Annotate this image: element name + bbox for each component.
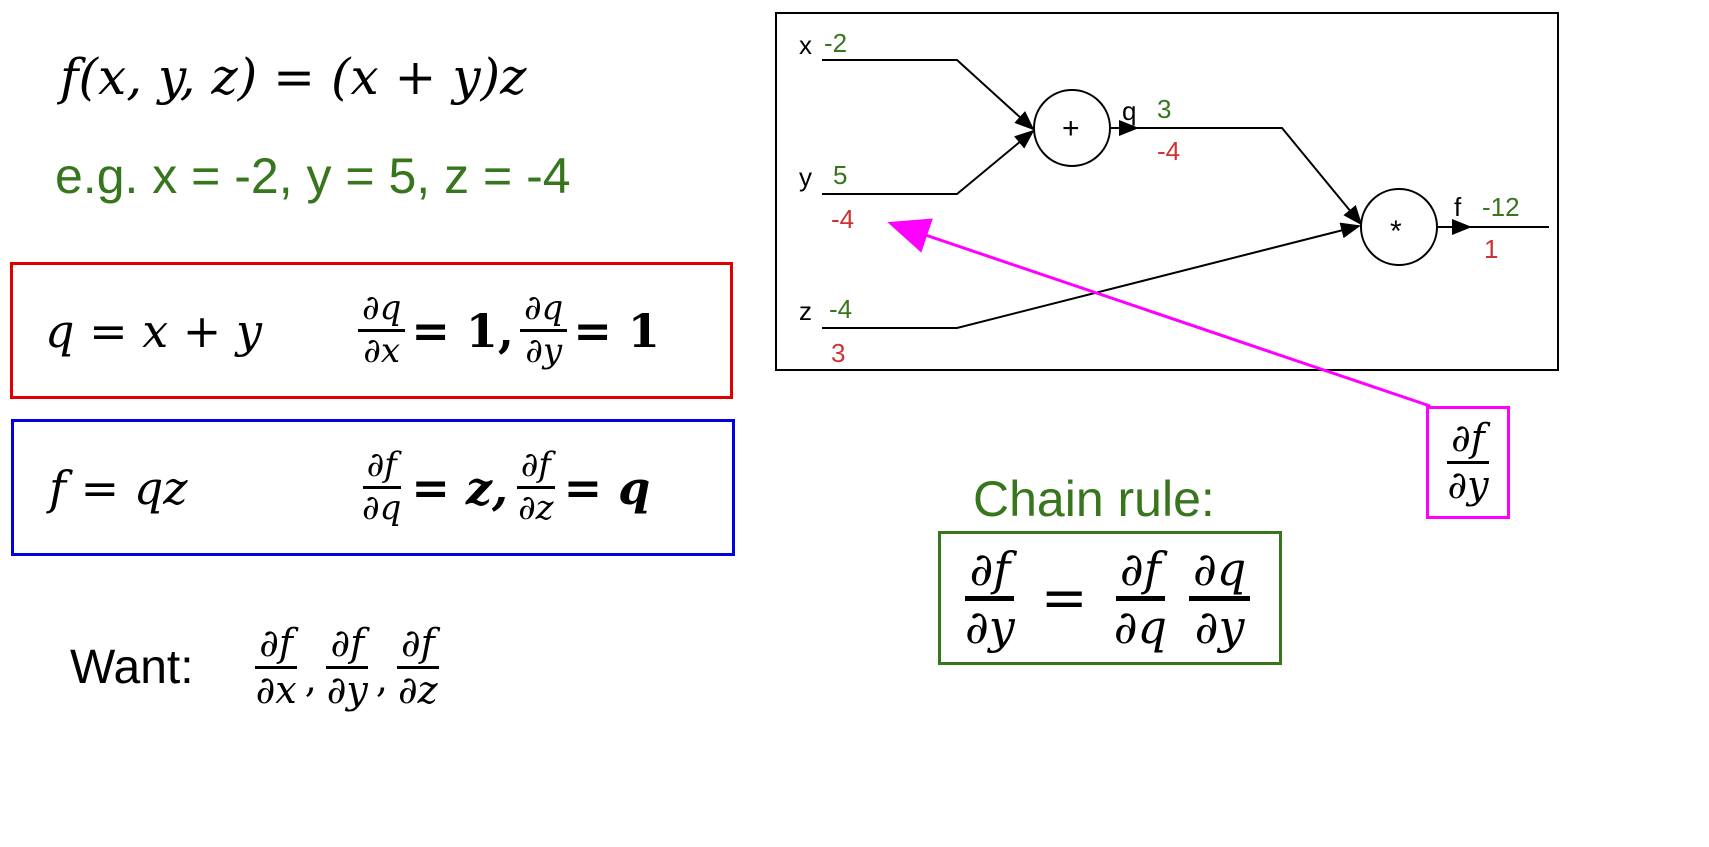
computational-graph: + * x -2 y 5 -4 z -4 3 q 3 -4 f -12 1 <box>775 12 1559 371</box>
f-label: f <box>1454 192 1462 222</box>
y-wire <box>822 129 1035 195</box>
want-df-dx: ∂f ∂x <box>255 620 297 712</box>
add-node <box>1033 89 1111 167</box>
y-gradient: -4 <box>831 204 855 234</box>
want-label: Want: <box>70 640 194 694</box>
dq-dy-value: = 1 <box>573 303 660 358</box>
graph-canvas <box>822 59 1549 329</box>
highlight-df-dy-box: ∂f ∂y <box>1426 406 1510 519</box>
add-node-symbol: + <box>1062 112 1080 145</box>
x-wire <box>822 59 1035 131</box>
highlight-df-dy: ∂f ∂y <box>1447 416 1489 507</box>
dq-dy-fraction: ∂q ∂y <box>519 291 568 369</box>
want-df-dz: ∂f ∂z <box>396 620 439 712</box>
function-lhs: f(x, y, z) <box>60 48 258 106</box>
want-row: Want: ∂f ∂x , ∂f ∂y , ∂f ∂z <box>70 612 442 722</box>
df-dq-value: = z, <box>411 460 509 515</box>
chain-equals: = <box>1040 565 1088 631</box>
q-value: 3 <box>1157 94 1172 124</box>
want-df-dy: ∂f ∂y <box>326 620 369 712</box>
y-value: 5 <box>833 160 848 190</box>
df-dz-fraction: ∂f ∂z <box>516 445 555 528</box>
z-wire <box>822 222 1361 329</box>
z-value: -4 <box>829 294 853 324</box>
q-equation-box: q = x + y ∂q ∂x = 1, ∂q ∂y = 1 <box>10 262 733 399</box>
chain-df-dq: ∂f ∂q <box>1113 542 1167 654</box>
x-label: x <box>799 30 812 60</box>
multiply-node-symbol: * <box>1390 215 1402 248</box>
chain-rule-title: Chain rule: <box>973 471 1215 527</box>
chain-lhs-df-dy: ∂f ∂y <box>965 542 1015 654</box>
df-dz-value: = q <box>563 460 651 515</box>
f-value: -12 <box>1482 192 1520 222</box>
f-equation: f = qz <box>49 460 188 515</box>
function-rhs: = (x + y)z <box>273 48 527 106</box>
function-definition: f(x, y, z) = (x + y)z <box>60 48 526 106</box>
q-equation: q = x + y <box>45 303 262 358</box>
df-dq-fraction: ∂f ∂q <box>362 445 402 528</box>
f-equation-box: f = qz ∂f ∂q = z, ∂f ∂z = q <box>11 419 735 556</box>
z-gradient: 3 <box>831 338 846 368</box>
chain-rule-box: ∂f ∂y = ∂f ∂q ∂q ∂y <box>938 531 1282 665</box>
z-label: z <box>799 296 812 326</box>
x-value: -2 <box>824 28 848 58</box>
dq-dx-value: = 1, <box>411 303 514 358</box>
q-wire <box>1110 127 1363 226</box>
q-gradient: -4 <box>1157 136 1181 166</box>
dq-dx-fraction: ∂q ∂x <box>358 291 406 369</box>
example-values: e.g. x = -2, y = 5, z = -4 <box>55 148 571 204</box>
q-label: q <box>1122 96 1137 126</box>
chain-dq-dy: ∂q ∂y <box>1188 545 1251 651</box>
y-label: y <box>799 162 812 192</box>
f-gradient: 1 <box>1484 234 1499 264</box>
